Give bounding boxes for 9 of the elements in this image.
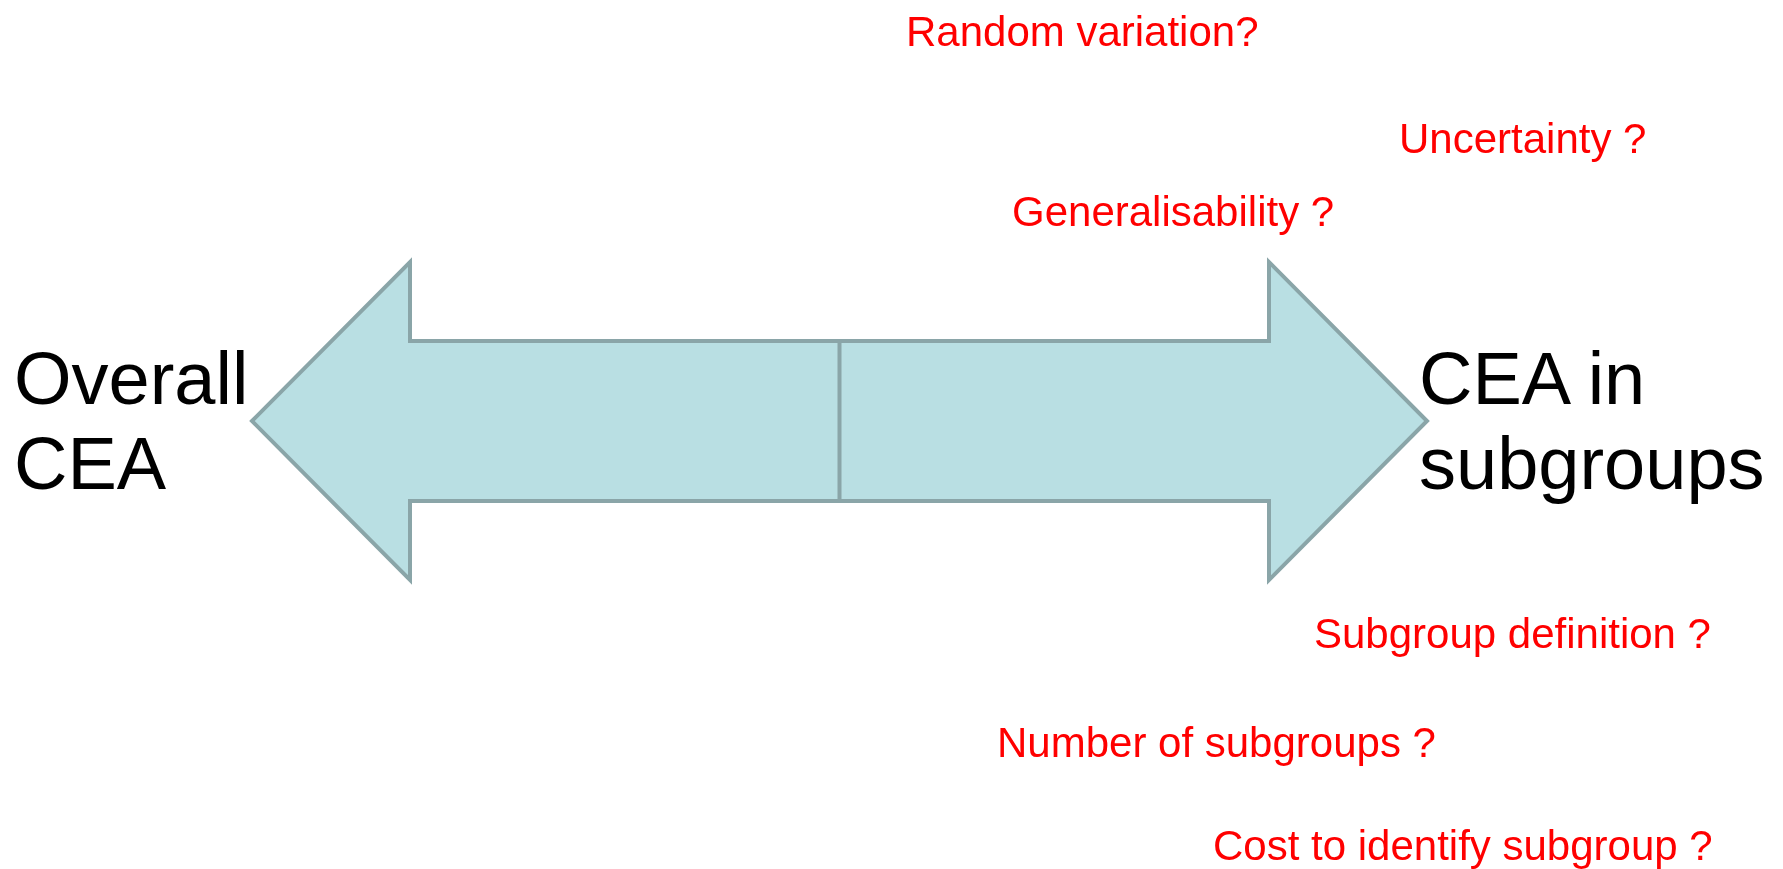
question-note: Subgroup definition ?	[1314, 613, 1711, 655]
question-note: Uncertainty ?	[1399, 118, 1647, 160]
double-block-arrow	[249, 257, 1430, 585]
node-label: CEA in subgroups	[1419, 336, 1766, 506]
node-label: Overall CEA	[14, 336, 250, 506]
question-note: Cost to identify subgroup ?	[1213, 825, 1713, 867]
question-note: Generalisability ?	[1012, 191, 1335, 233]
question-note: Number of subgroups ?	[997, 722, 1436, 764]
question-note: Random variation?	[906, 11, 1259, 53]
